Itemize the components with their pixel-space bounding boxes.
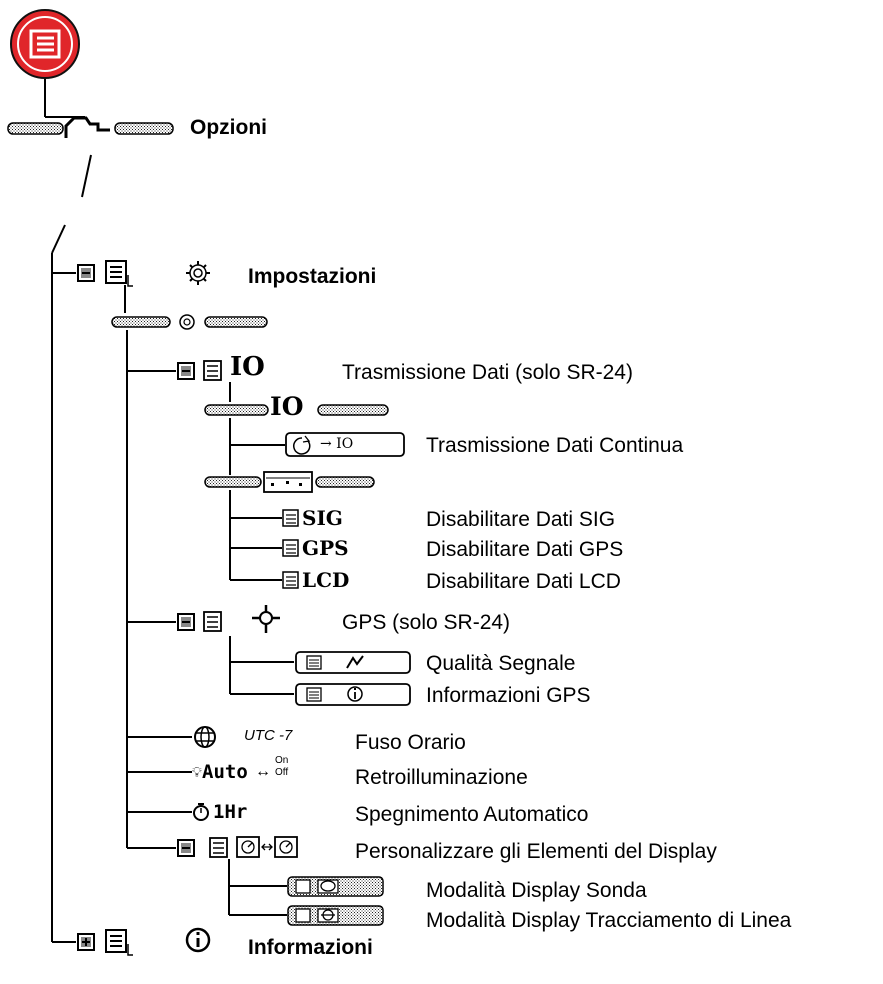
backlight-off: Off xyxy=(275,767,289,778)
collapse-data-transmission-icon[interactable] xyxy=(177,362,195,380)
swap-arrow-icon: ↔ xyxy=(255,763,271,780)
submenu-icon xyxy=(203,611,222,632)
disable-lcd-label: Disabilitare Dati LCD xyxy=(426,570,621,593)
continuous-transmission-button[interactable] xyxy=(285,432,405,457)
data-header-bar xyxy=(204,471,375,493)
submenu-icon xyxy=(105,929,133,956)
backlight-bulb-icon: 💡︎ xyxy=(192,764,202,780)
main-menu-icon[interactable] xyxy=(10,9,80,79)
timer-icon xyxy=(193,803,209,821)
gps-label: GPS (solo SR-24) xyxy=(342,611,511,634)
expand-info-icon[interactable] xyxy=(77,933,95,951)
backlight-value: Auto xyxy=(202,761,248,783)
gps-info-button[interactable] xyxy=(295,683,411,706)
settings-header-bar xyxy=(111,314,268,330)
submenu-icon xyxy=(282,509,299,589)
line-tracing-mode-label: Modalità Display Tracciamento di Linea xyxy=(426,909,792,932)
collapse-settings-icon[interactable] xyxy=(77,264,95,282)
timezone-label: Fuso Orario xyxy=(355,731,466,754)
io-header-bar xyxy=(204,404,389,416)
backlight-label: Retroilluminazione xyxy=(355,766,528,789)
gps-info-label: Informazioni GPS xyxy=(426,684,591,707)
settings-label: Impostazioni xyxy=(248,265,377,288)
submenu-icon xyxy=(105,260,133,287)
gear-icon xyxy=(186,261,210,285)
gps-crosshair-icon xyxy=(252,605,280,633)
data-code-gps: GPS xyxy=(302,536,349,560)
data-code-sig: SIG xyxy=(302,506,343,530)
continuous-transmission-label: Trasmissione Dati Continua xyxy=(426,434,684,457)
info-label: Informazioni xyxy=(248,936,373,959)
submenu-icon xyxy=(209,837,228,858)
autooff-value: 1Hr xyxy=(213,801,248,823)
disable-gps-label: Disabilitare Dati GPS xyxy=(426,538,624,561)
io-header-code: IO xyxy=(270,392,304,421)
options-label: Opzioni xyxy=(190,116,267,139)
disable-sig-label: Disabilitare Dati SIG xyxy=(426,508,616,531)
io-code: IO xyxy=(230,352,265,382)
display-customize-label: Personalizzare gli Elementi del Display xyxy=(355,840,717,863)
continuous-code: → IO xyxy=(320,436,354,452)
signal-quality-label: Qualità Segnale xyxy=(426,652,576,675)
sonde-display-mode-button[interactable] xyxy=(287,876,384,897)
line-tracing-display-mode-button[interactable] xyxy=(287,905,384,926)
collapse-display-icon[interactable] xyxy=(177,839,195,857)
sonde-mode-label: Modalità Display Sonda xyxy=(426,879,647,902)
submenu-icon xyxy=(203,360,222,381)
autooff-label: Spegnimento Automatico xyxy=(355,803,589,826)
timezone-value: UTC -7 xyxy=(244,727,293,744)
data-code-lcd: LCD xyxy=(302,568,350,592)
info-icon xyxy=(185,927,211,953)
display-swap-icon xyxy=(236,836,298,858)
options-header-bar xyxy=(7,116,174,138)
globe-icon xyxy=(194,726,216,748)
data-transmission-label: Trasmissione Dati (solo SR-24) xyxy=(342,361,633,384)
signal-quality-button[interactable] xyxy=(295,651,411,674)
backlight-on: On xyxy=(275,755,289,766)
collapse-gps-icon[interactable] xyxy=(177,613,195,631)
